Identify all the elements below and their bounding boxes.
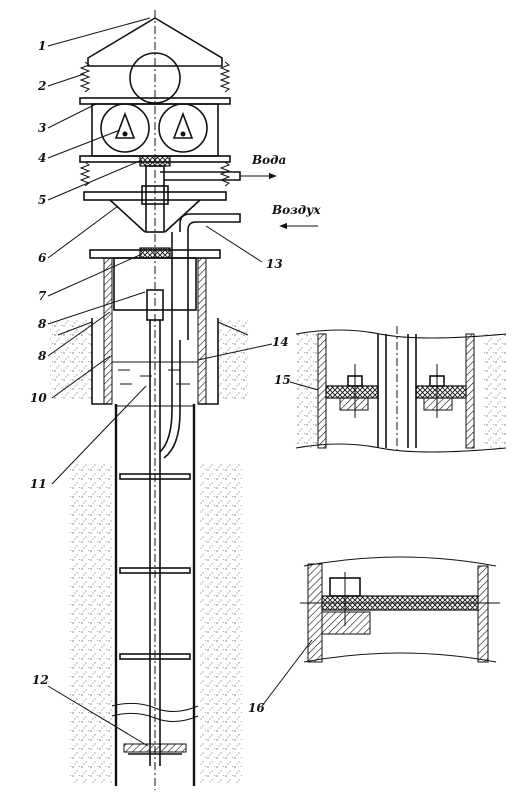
label-6: 6 <box>38 251 47 265</box>
label-8a: 8 <box>38 317 47 331</box>
label-1: 1 <box>38 39 46 53</box>
drill-rod <box>119 320 191 766</box>
label-7: 7 <box>38 289 47 303</box>
air-label: Воздух <box>271 203 321 217</box>
label-5: 5 <box>38 193 46 207</box>
label-4: 4 <box>38 151 46 165</box>
label-2: 2 <box>37 79 46 93</box>
detail-15 <box>295 326 507 453</box>
borehole-casing <box>111 404 199 786</box>
water-label: Вода <box>251 153 286 167</box>
surface-pit <box>91 318 219 405</box>
label-11: 11 <box>30 477 47 491</box>
label-8b: 8 <box>38 349 47 363</box>
label-12: 12 <box>32 673 49 687</box>
soil-hatching <box>50 318 249 784</box>
label-14: 14 <box>272 335 289 349</box>
drive-housing <box>79 17 231 233</box>
label-3: 3 <box>38 121 46 135</box>
detail-16 <box>300 556 500 663</box>
water-pipe <box>160 171 277 181</box>
label-13: 13 <box>266 257 283 271</box>
leader-lines <box>47 17 319 747</box>
label-16: 16 <box>248 701 265 715</box>
label-15: 15 <box>274 373 291 387</box>
label-10: 10 <box>30 391 47 405</box>
upper-casing <box>89 247 221 405</box>
